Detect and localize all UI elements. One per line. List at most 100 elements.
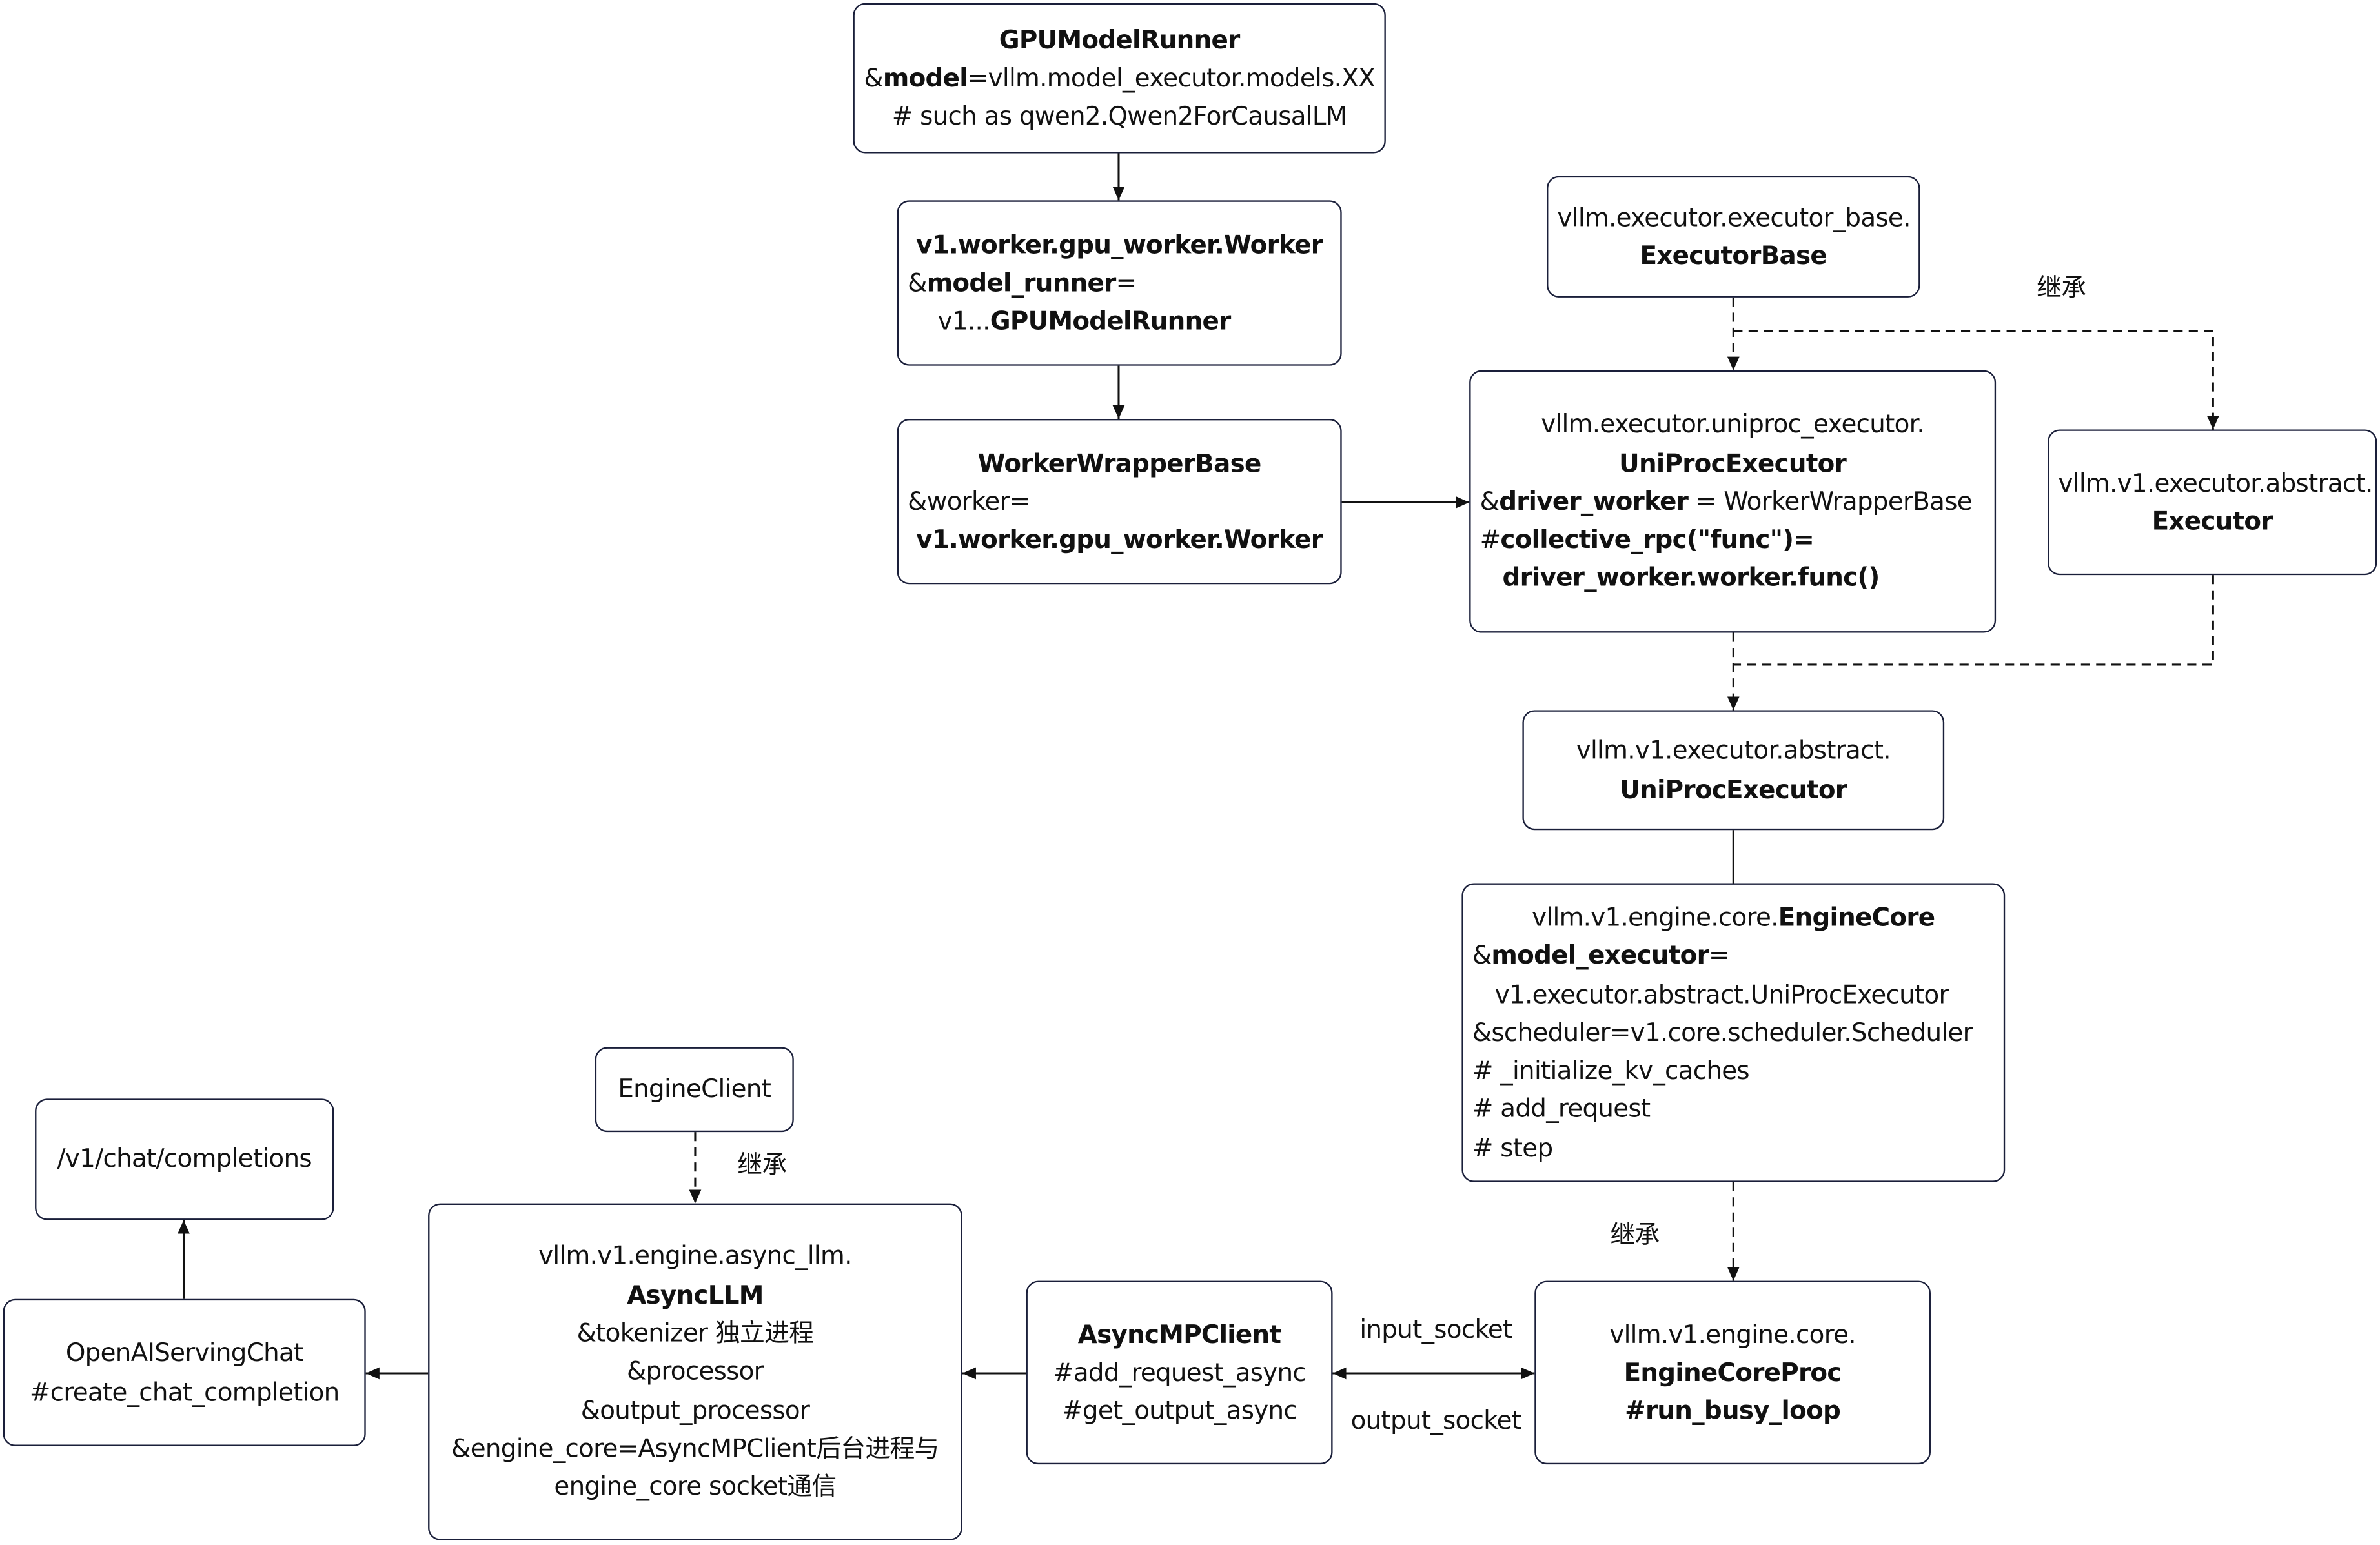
input-socket-label: input_socket <box>1359 1315 1512 1344</box>
inherit-label: 继承 <box>737 1150 787 1180</box>
node-text: #get_output_async <box>1062 1396 1297 1426</box>
node-text-line: # such as qwen2.Qwen2ForCausalLM <box>864 97 1375 136</box>
node-text: Executor <box>2151 507 2273 536</box>
node-text: vllm.v1.engine.core. <box>1532 902 1778 932</box>
node-text: & <box>864 63 883 93</box>
node-text: GPUModelRunner <box>990 307 1231 336</box>
engine-core-proc-node: vllm.v1.engine.core. EngineCoreProc #run_b… <box>1534 1280 1931 1465</box>
node-text: #create_chat_completion <box>29 1377 340 1406</box>
node-text-line: UniProcExecutor <box>1533 770 1934 808</box>
node-text-line: AsyncMPClient <box>1037 1315 1322 1353</box>
node-text: AsyncLLM <box>627 1280 764 1309</box>
node-text: AsyncMPClient <box>1077 1319 1281 1349</box>
node-text: vllm.executor.uniproc_executor. <box>1541 410 1925 439</box>
node-text-line: WorkerWrapperBase <box>908 444 1331 482</box>
node-text: UniProcExecutor <box>1620 774 1847 804</box>
node-text: &tokenizer 独立进程 <box>576 1318 814 1348</box>
node-text: &output_processor <box>580 1395 810 1425</box>
node-text: # such as qwen2.Qwen2ForCausalLM <box>891 101 1348 131</box>
node-text-line: &output_processor <box>439 1391 952 1429</box>
node-text: = <box>1115 268 1137 298</box>
node-text: engine_core socket通信 <box>554 1472 837 1502</box>
node-text-line: /v1/chat/completions <box>46 1140 323 1178</box>
node-text: # step <box>1472 1133 1553 1162</box>
node-text-line: # step <box>1472 1129 1995 1167</box>
node-text-line: &engine_core=AsyncMPClient后台进程与 <box>439 1429 952 1468</box>
node-text: WorkerWrapperBase <box>977 448 1262 478</box>
node-text-line: vllm.executor.executor_base. <box>1557 198 1911 236</box>
node-text: v1.worker.gpu_worker.Worker <box>916 230 1323 259</box>
node-text: model_executor <box>1491 941 1709 971</box>
node-text: #add_request_async <box>1053 1358 1307 1387</box>
inherit-label: 继承 <box>1610 1220 1660 1249</box>
node-text: v1.worker.gpu_worker.Worker <box>916 525 1323 554</box>
node-text-line: v1...GPUModelRunner <box>908 302 1331 340</box>
node-text-line: &driver_worker = WorkerWrapperBase <box>1480 482 1986 520</box>
node-text: collective_rpc("func")= <box>1500 525 1815 554</box>
node-text: &scheduler=v1.core.scheduler.Scheduler <box>1472 1018 1973 1047</box>
inherit-executorbase-v1-arrow <box>1733 330 2219 430</box>
node-text-line: vllm.v1.engine.core. <box>1545 1315 1920 1353</box>
node-text-line: vllm.v1.executor.abstract. <box>2058 464 2373 502</box>
node-text: &worker= <box>908 487 1030 516</box>
node-text: model_runner <box>926 268 1117 298</box>
worker-wrapper-base-node: WorkerWrapperBase&worker= v1.worker.gpu_w… <box>897 418 1342 585</box>
engine-core-node: vllm.v1.engine.core.EngineCore&model_exe… <box>1461 883 2006 1182</box>
node-text-line: vllm.v1.executor.abstract. <box>1533 732 1934 770</box>
node-text: &engine_core=AsyncMPClient后台进程与 <box>451 1433 939 1463</box>
node-text-line: Executor <box>2058 502 2366 540</box>
uniproc-executor-node: vllm.executor.uniproc_executor. UniProcEx… <box>1469 370 1997 633</box>
node-text-line: &model_executor= <box>1472 936 1995 974</box>
node-text: OpenAIServingChat <box>65 1338 303 1368</box>
node-text: vllm.v1.executor.abstract. <box>2058 468 2373 498</box>
node-text: & <box>1472 941 1492 971</box>
node-text-line: #create_chat_completion <box>14 1373 355 1411</box>
node-text-line: #add_request_async <box>1037 1353 1322 1391</box>
node-text-line: engine_core socket通信 <box>439 1468 952 1506</box>
node-text-line: vllm.v1.engine.async_llm. <box>439 1237 952 1275</box>
node-text-line: EngineClient <box>605 1071 783 1109</box>
node-text-line: vllm.executor.uniproc_executor. <box>1480 405 1986 443</box>
node-text-line: #get_output_async <box>1037 1392 1322 1430</box>
node-text-line: v1.worker.gpu_worker.Worker <box>908 521 1331 559</box>
node-text: vllm.executor.executor_base. <box>1557 203 1911 232</box>
node-text: =vllm.model_executor.models.XX <box>967 63 1376 93</box>
node-text: driver_worker <box>1499 487 1689 516</box>
node-text: = <box>1709 941 1729 971</box>
executor-base-node: vllm.executor.executor_base. ExecutorBase <box>1547 176 1920 298</box>
node-text: vllm.v1.engine.async_llm. <box>538 1242 852 1271</box>
chat-completions-route-node: /v1/chat/completions <box>35 1098 334 1220</box>
node-text: #run_busy_loop <box>1625 1396 1841 1426</box>
inherit-label: 继承 <box>2037 273 2086 302</box>
node-text-line: vllm.v1.engine.core.EngineCore <box>1472 898 1995 936</box>
node-text: # add_request <box>1472 1095 1651 1124</box>
node-text-line: GPUModelRunner <box>864 21 1375 59</box>
gpu-worker-node: v1.worker.gpu_worker.Worker&model_runner… <box>897 200 1342 366</box>
async-mp-client-node: AsyncMPClient #add_request_async #get_outp… <box>1026 1280 1333 1465</box>
node-text: = WorkerWrapperBase <box>1688 487 1973 516</box>
node-text: EngineCore <box>1778 902 1935 932</box>
node-text: vllm.v1.engine.core. <box>1609 1319 1856 1349</box>
node-text: UniProcExecutor <box>1619 448 1847 478</box>
node-text-line: v1.executor.abstract.UniProcExecutor <box>1472 975 1995 1013</box>
gpu-model-runner-node: GPUModelRunner&model=vllm.model_executor… <box>853 3 1386 154</box>
node-text: vllm.v1.executor.abstract. <box>1576 736 1891 765</box>
node-text: driver_worker.worker.func() <box>1502 563 1880 593</box>
v1-uniproc-executor-node: vllm.v1.executor.abstract. UniProcExecuto… <box>1522 710 1945 831</box>
node-text: # _initialize_kv_caches <box>1472 1056 1750 1086</box>
node-text-line: &processor <box>439 1353 952 1391</box>
node-text-line: UniProcExecutor <box>1480 444 1986 482</box>
node-text-line: #collective_rpc("func")= <box>1480 521 1986 559</box>
node-text-line: &model=vllm.model_executor.models.XX <box>864 59 1375 97</box>
node-text-line: &tokenizer 独立进程 <box>439 1314 952 1352</box>
node-text-line: &model_runner= <box>908 264 1331 302</box>
node-text-line: ExecutorBase <box>1558 237 1910 275</box>
node-text: EngineCoreProc <box>1623 1358 1842 1387</box>
node-text: v1.executor.abstract.UniProcExecutor <box>1472 979 1949 1009</box>
node-text: model <box>882 63 968 93</box>
node-text-line: v1.worker.gpu_worker.Worker <box>908 225 1331 263</box>
node-text-line: &worker= <box>908 482 1331 520</box>
node-text: & <box>908 268 927 298</box>
